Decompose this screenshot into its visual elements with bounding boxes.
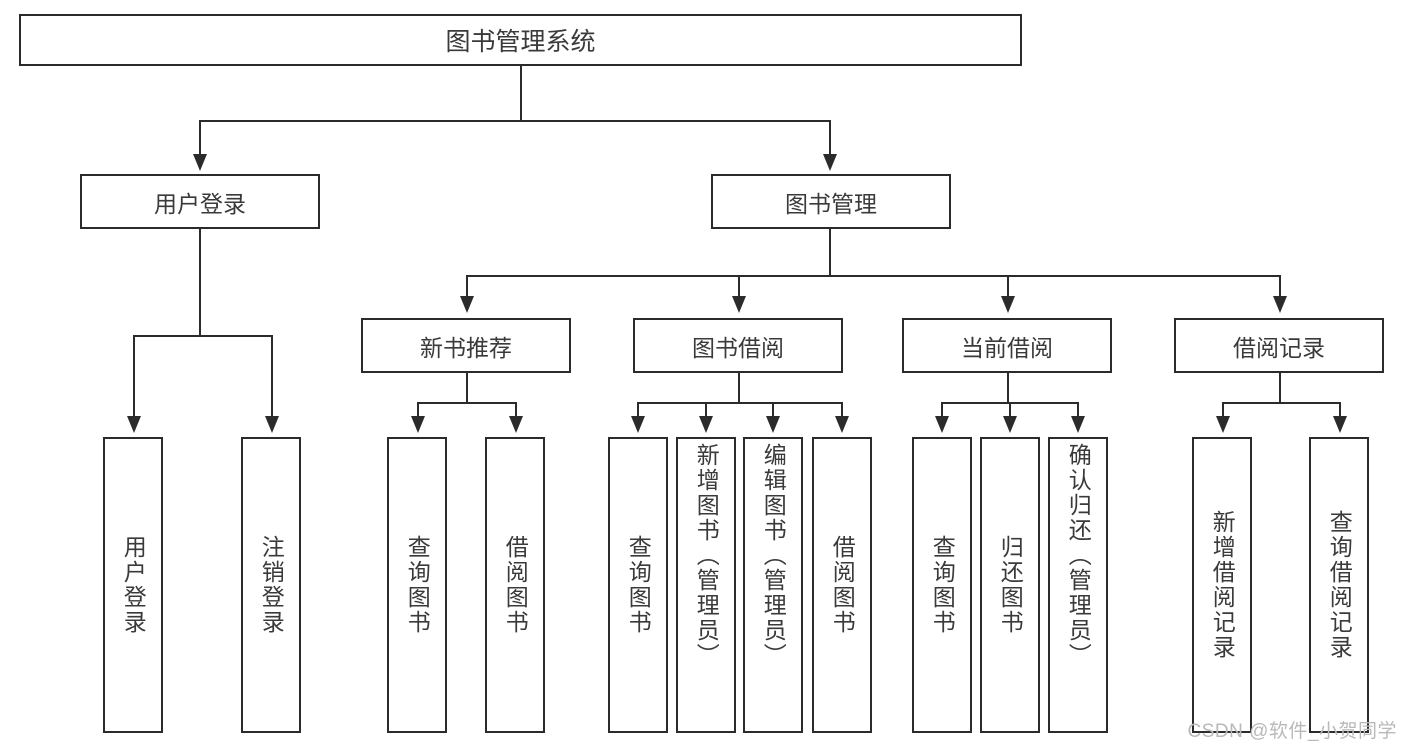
arrow-to-new-book-recommend	[460, 296, 474, 313]
node-current-borrow[interactable]: 当前借阅	[902, 318, 1112, 373]
connector-br-stem	[1279, 373, 1281, 403]
connector-root-drop-left	[199, 120, 201, 156]
leaf-label: 查询图书	[404, 535, 431, 635]
connector-bb-stem	[738, 373, 740, 403]
connector-user-login-bus	[133, 335, 273, 337]
leaf-label: 新增借阅记录	[1209, 510, 1236, 660]
arrow-to-borrow-record	[1273, 296, 1287, 313]
leaf-label: 查询图书	[929, 535, 956, 635]
arrow-to-book-borrow	[732, 296, 746, 313]
arrow-to-leaf-add-record	[1216, 416, 1230, 433]
connector-br-bus	[1222, 402, 1341, 404]
node-label: 图书管理	[785, 190, 877, 217]
node-label: 图书借阅	[692, 334, 784, 361]
arrow-to-leaf-add-book	[699, 416, 713, 433]
arrow-to-book-management	[823, 154, 837, 171]
connector-user-login-stem	[199, 229, 201, 336]
node-label: 借阅记录	[1233, 334, 1325, 361]
leaf-logout[interactable]: 注销登录	[241, 437, 301, 733]
leaf-label: 注销登录	[258, 535, 285, 635]
connector-bm-drop-2	[738, 275, 740, 298]
connector-cb-drop-3	[1077, 402, 1079, 418]
leaf-borrow-book-nbr[interactable]: 借阅图书	[485, 437, 545, 733]
arrow-to-leaf-edit-book	[766, 416, 780, 433]
connector-bb-drop-1	[637, 402, 639, 418]
connector-cb-drop-2	[1009, 402, 1011, 418]
connector-book-management-bus	[466, 275, 1280, 277]
connector-nbr-drop-2	[515, 402, 517, 418]
connector-cb-stem	[1007, 373, 1009, 403]
arrow-to-leaf-query-book-nbr	[411, 416, 425, 433]
node-label: 图书管理系统	[445, 28, 596, 56]
leaf-query-book-nbr[interactable]: 查询图书	[387, 437, 447, 733]
connector-nbr-drop-1	[417, 402, 419, 418]
leaf-label: 查询图书	[625, 535, 652, 635]
arrow-to-user-login	[193, 154, 207, 171]
leaf-user-login[interactable]: 用户登录	[103, 437, 163, 733]
arrow-to-leaf-borrow-book-bb	[835, 416, 849, 433]
connector-user-login-drop-1	[133, 335, 135, 418]
connector-bb-bus	[637, 402, 842, 404]
connector-root-bus	[199, 120, 831, 122]
leaf-borrow-book-bb[interactable]: 借阅图书	[812, 437, 872, 733]
node-book-borrow[interactable]: 图书借阅	[633, 318, 843, 373]
connector-bm-drop-3	[1007, 275, 1009, 298]
node-label: 用户登录	[154, 190, 246, 217]
connector-root-stem	[520, 66, 522, 121]
leaf-label: 查询借阅记录	[1326, 510, 1353, 660]
connector-book-management-stem	[829, 229, 831, 276]
connector-nbr-stem	[466, 373, 468, 403]
leaf-add-record[interactable]: 新增借阅记录	[1192, 437, 1252, 733]
node-label: 新书推荐	[420, 334, 512, 361]
arrow-to-leaf-query-record	[1333, 416, 1347, 433]
connector-bb-drop-2	[705, 402, 707, 418]
leaf-label: 新增图书（管理员）	[693, 443, 720, 668]
leaf-confirm-return[interactable]: 确认归还（管理员）	[1048, 437, 1108, 733]
node-book-management[interactable]: 图书管理	[711, 174, 951, 229]
leaf-label: 编辑图书（管理员）	[760, 443, 787, 668]
leaf-edit-book[interactable]: 编辑图书（管理员）	[743, 437, 803, 733]
connector-bm-drop-4	[1279, 275, 1281, 298]
connector-bm-drop-1	[466, 275, 468, 298]
node-new-book-recommend[interactable]: 新书推荐	[361, 318, 571, 373]
arrow-to-current-borrow	[1001, 296, 1015, 313]
leaf-query-book-cb[interactable]: 查询图书	[912, 437, 972, 733]
arrow-to-leaf-return-book	[1003, 416, 1017, 433]
leaf-label: 归还图书	[997, 535, 1024, 635]
leaf-query-record[interactable]: 查询借阅记录	[1309, 437, 1369, 733]
arrow-to-leaf-query-book-cb	[935, 416, 949, 433]
arrow-to-leaf-query-book-bb	[631, 416, 645, 433]
connector-br-drop-2	[1339, 402, 1341, 418]
node-user-login[interactable]: 用户登录	[80, 174, 320, 229]
connector-bb-drop-4	[841, 402, 843, 418]
leaf-query-book-bb[interactable]: 查询图书	[608, 437, 668, 733]
connector-cb-drop-1	[941, 402, 943, 418]
node-label: 当前借阅	[961, 334, 1053, 361]
arrow-to-leaf-confirm-return	[1071, 416, 1085, 433]
arrow-to-leaf-logout	[265, 416, 279, 433]
arrow-to-leaf-borrow-book-nbr	[509, 416, 523, 433]
leaf-label: 借阅图书	[502, 535, 529, 635]
leaf-label: 用户登录	[120, 535, 147, 635]
leaf-return-book[interactable]: 归还图书	[980, 437, 1040, 733]
connector-bb-drop-3	[772, 402, 774, 418]
leaf-label: 确认归还（管理员）	[1065, 443, 1092, 668]
connector-nbr-bus	[417, 402, 517, 404]
connector-root-drop-right	[829, 120, 831, 156]
arrow-to-leaf-user-login	[127, 416, 141, 433]
connector-br-drop-1	[1222, 402, 1224, 418]
connector-user-login-drop-2	[271, 335, 273, 418]
leaf-label: 借阅图书	[829, 535, 856, 635]
node-root-system[interactable]: 图书管理系统	[19, 14, 1022, 66]
node-borrow-record[interactable]: 借阅记录	[1174, 318, 1384, 373]
leaf-add-book[interactable]: 新增图书（管理员）	[676, 437, 736, 733]
